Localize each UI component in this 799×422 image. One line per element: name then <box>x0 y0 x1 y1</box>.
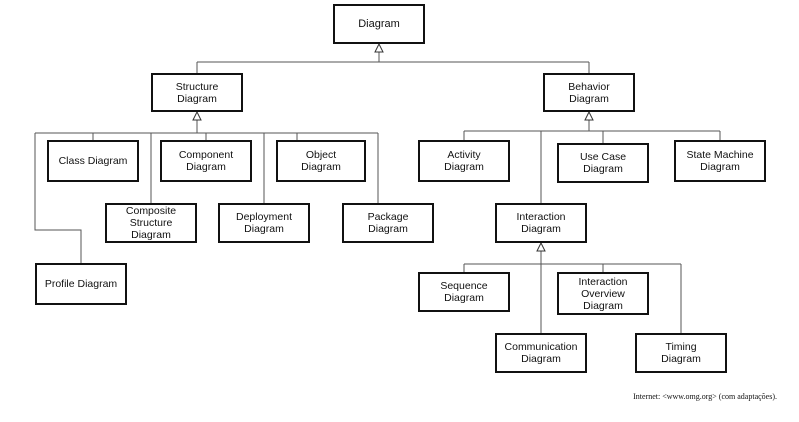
node-behavior-diagram: Behavior Diagram <box>543 73 635 112</box>
node-deployment-diagram: Deployment Diagram <box>218 203 310 243</box>
node-activity-diagram: Activity Diagram <box>418 140 510 182</box>
node-package-diagram: Package Diagram <box>342 203 434 243</box>
generalization-arrow-behavior <box>584 110 594 121</box>
generalization-arrow-diagram <box>374 42 384 53</box>
node-state-machine-diagram: State Machine Diagram <box>674 140 766 182</box>
node-interaction-overview-diagram: Interaction Overview Diagram <box>557 272 649 315</box>
node-component-diagram: Component Diagram <box>160 140 252 182</box>
generalization-arrow-interaction <box>536 241 546 252</box>
node-class-diagram: Class Diagram <box>47 140 139 182</box>
generalization-arrow-structure <box>192 110 202 121</box>
node-composite-structure-diagram: Composite Structure Diagram <box>105 203 197 243</box>
node-object-diagram: Object Diagram <box>276 140 366 182</box>
connector-to-profile <box>34 133 82 263</box>
node-diagram: Diagram <box>333 4 425 44</box>
node-profile-diagram: Profile Diagram <box>35 263 127 305</box>
node-communication-diagram: Communication Diagram <box>495 333 587 373</box>
node-timing-diagram: Timing Diagram <box>635 333 727 373</box>
node-use-case-diagram: Use Case Diagram <box>557 143 649 183</box>
node-structure-diagram: Structure Diagram <box>151 73 243 112</box>
node-sequence-diagram: Sequence Diagram <box>418 272 510 312</box>
node-interaction-diagram: Interaction Diagram <box>495 203 587 243</box>
source-credit: Internet: <www.omg.org> (com adaptações)… <box>633 392 777 401</box>
